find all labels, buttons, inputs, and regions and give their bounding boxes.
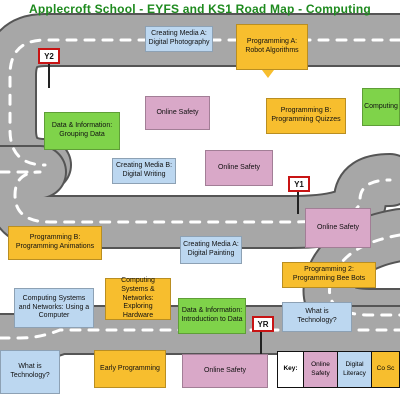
legend-key: Key: Online Safety Digital Literacy Co S… [277,351,400,388]
legend-label: Key: [278,352,304,387]
sign-post [297,190,299,214]
year-sign-yr: YR [252,316,274,332]
card-what-is-technology-2: What is Technology? [0,350,60,394]
lane-marking [0,328,400,340]
card-online-safety-2: Online Safety [205,150,273,186]
card-online-safety-1: Online Safety [145,96,210,130]
card-systems-using-computer: Computing Systems and Networks: Using a … [14,288,94,328]
card-data-grouping: Data & Information: Grouping Data [44,112,120,150]
card-programming-animations: Programming B: Programming Animations [8,226,102,260]
legend-digital-literacy: Digital Literacy [338,352,372,387]
sign-post [260,330,262,356]
card-programming-beebots: Programming 2: Programming Bee Bots [282,262,376,288]
page-title: Applecroft School - EYFS and KS1 Road Ma… [29,2,371,16]
year-sign-y1: Y1 [288,176,310,192]
card-what-is-technology-1: What is Technology? [282,302,352,332]
lane-marking [8,38,400,167]
card-creating-media-painting: Creating Media A: Digital Painting [180,236,242,264]
card-creating-media-photo: Creating Media A: Digital Photography [145,26,213,52]
card-computing-right: Computing [362,88,400,126]
lane-marking [0,170,392,224]
card-creating-media-writing: Creating Media B: Digital Writing [112,158,176,184]
card-tail [262,70,274,78]
card-online-safety-4: Online Safety [182,354,268,388]
legend-computer-science: Co Sc [372,352,399,387]
card-data-intro: Data & Information: Introduction to Data [178,298,246,334]
card-systems-hardware: Computing Systems & Networks: Exploring … [105,277,171,320]
legend-online-safety: Online Safety [304,352,338,387]
card-online-safety-3: Online Safety [305,208,371,248]
card-programming-robots: Programming A: Robot Algorithms [236,24,308,70]
year-sign-y2: Y2 [38,48,60,64]
card-programming-quizzes: Programming B: Programming Quizzes [266,98,346,134]
sign-post [48,62,50,88]
card-early-programming: Early Programming [94,350,166,388]
